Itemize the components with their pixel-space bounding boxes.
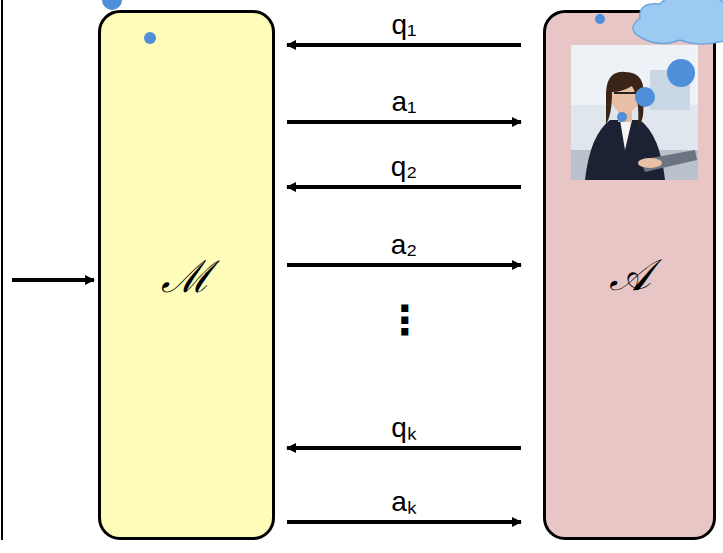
message-label: q₂ bbox=[391, 153, 417, 181]
analyst-box: 𝒜 bbox=[543, 10, 716, 540]
ellipsis-mark: ⋮ bbox=[385, 300, 425, 340]
node-title: 𝒜 bbox=[609, 249, 651, 301]
message-arrow bbox=[287, 263, 521, 267]
node-title: ℳ bbox=[161, 245, 212, 305]
input-arrow bbox=[12, 278, 94, 282]
message-arrow bbox=[287, 120, 521, 124]
message-label: qₖ bbox=[391, 414, 417, 442]
message-label: aₖ bbox=[391, 488, 417, 516]
message-arrow bbox=[287, 43, 521, 47]
message-label: a₂ bbox=[391, 231, 417, 259]
message-label: a₁ bbox=[391, 88, 416, 116]
message-arrow bbox=[287, 520, 521, 524]
message-arrow bbox=[287, 446, 521, 450]
message-arrow bbox=[287, 185, 521, 189]
mechanism-box: ℳ bbox=[98, 10, 275, 540]
message-label: q₁ bbox=[391, 11, 416, 39]
input-bar bbox=[1, 0, 3, 540]
